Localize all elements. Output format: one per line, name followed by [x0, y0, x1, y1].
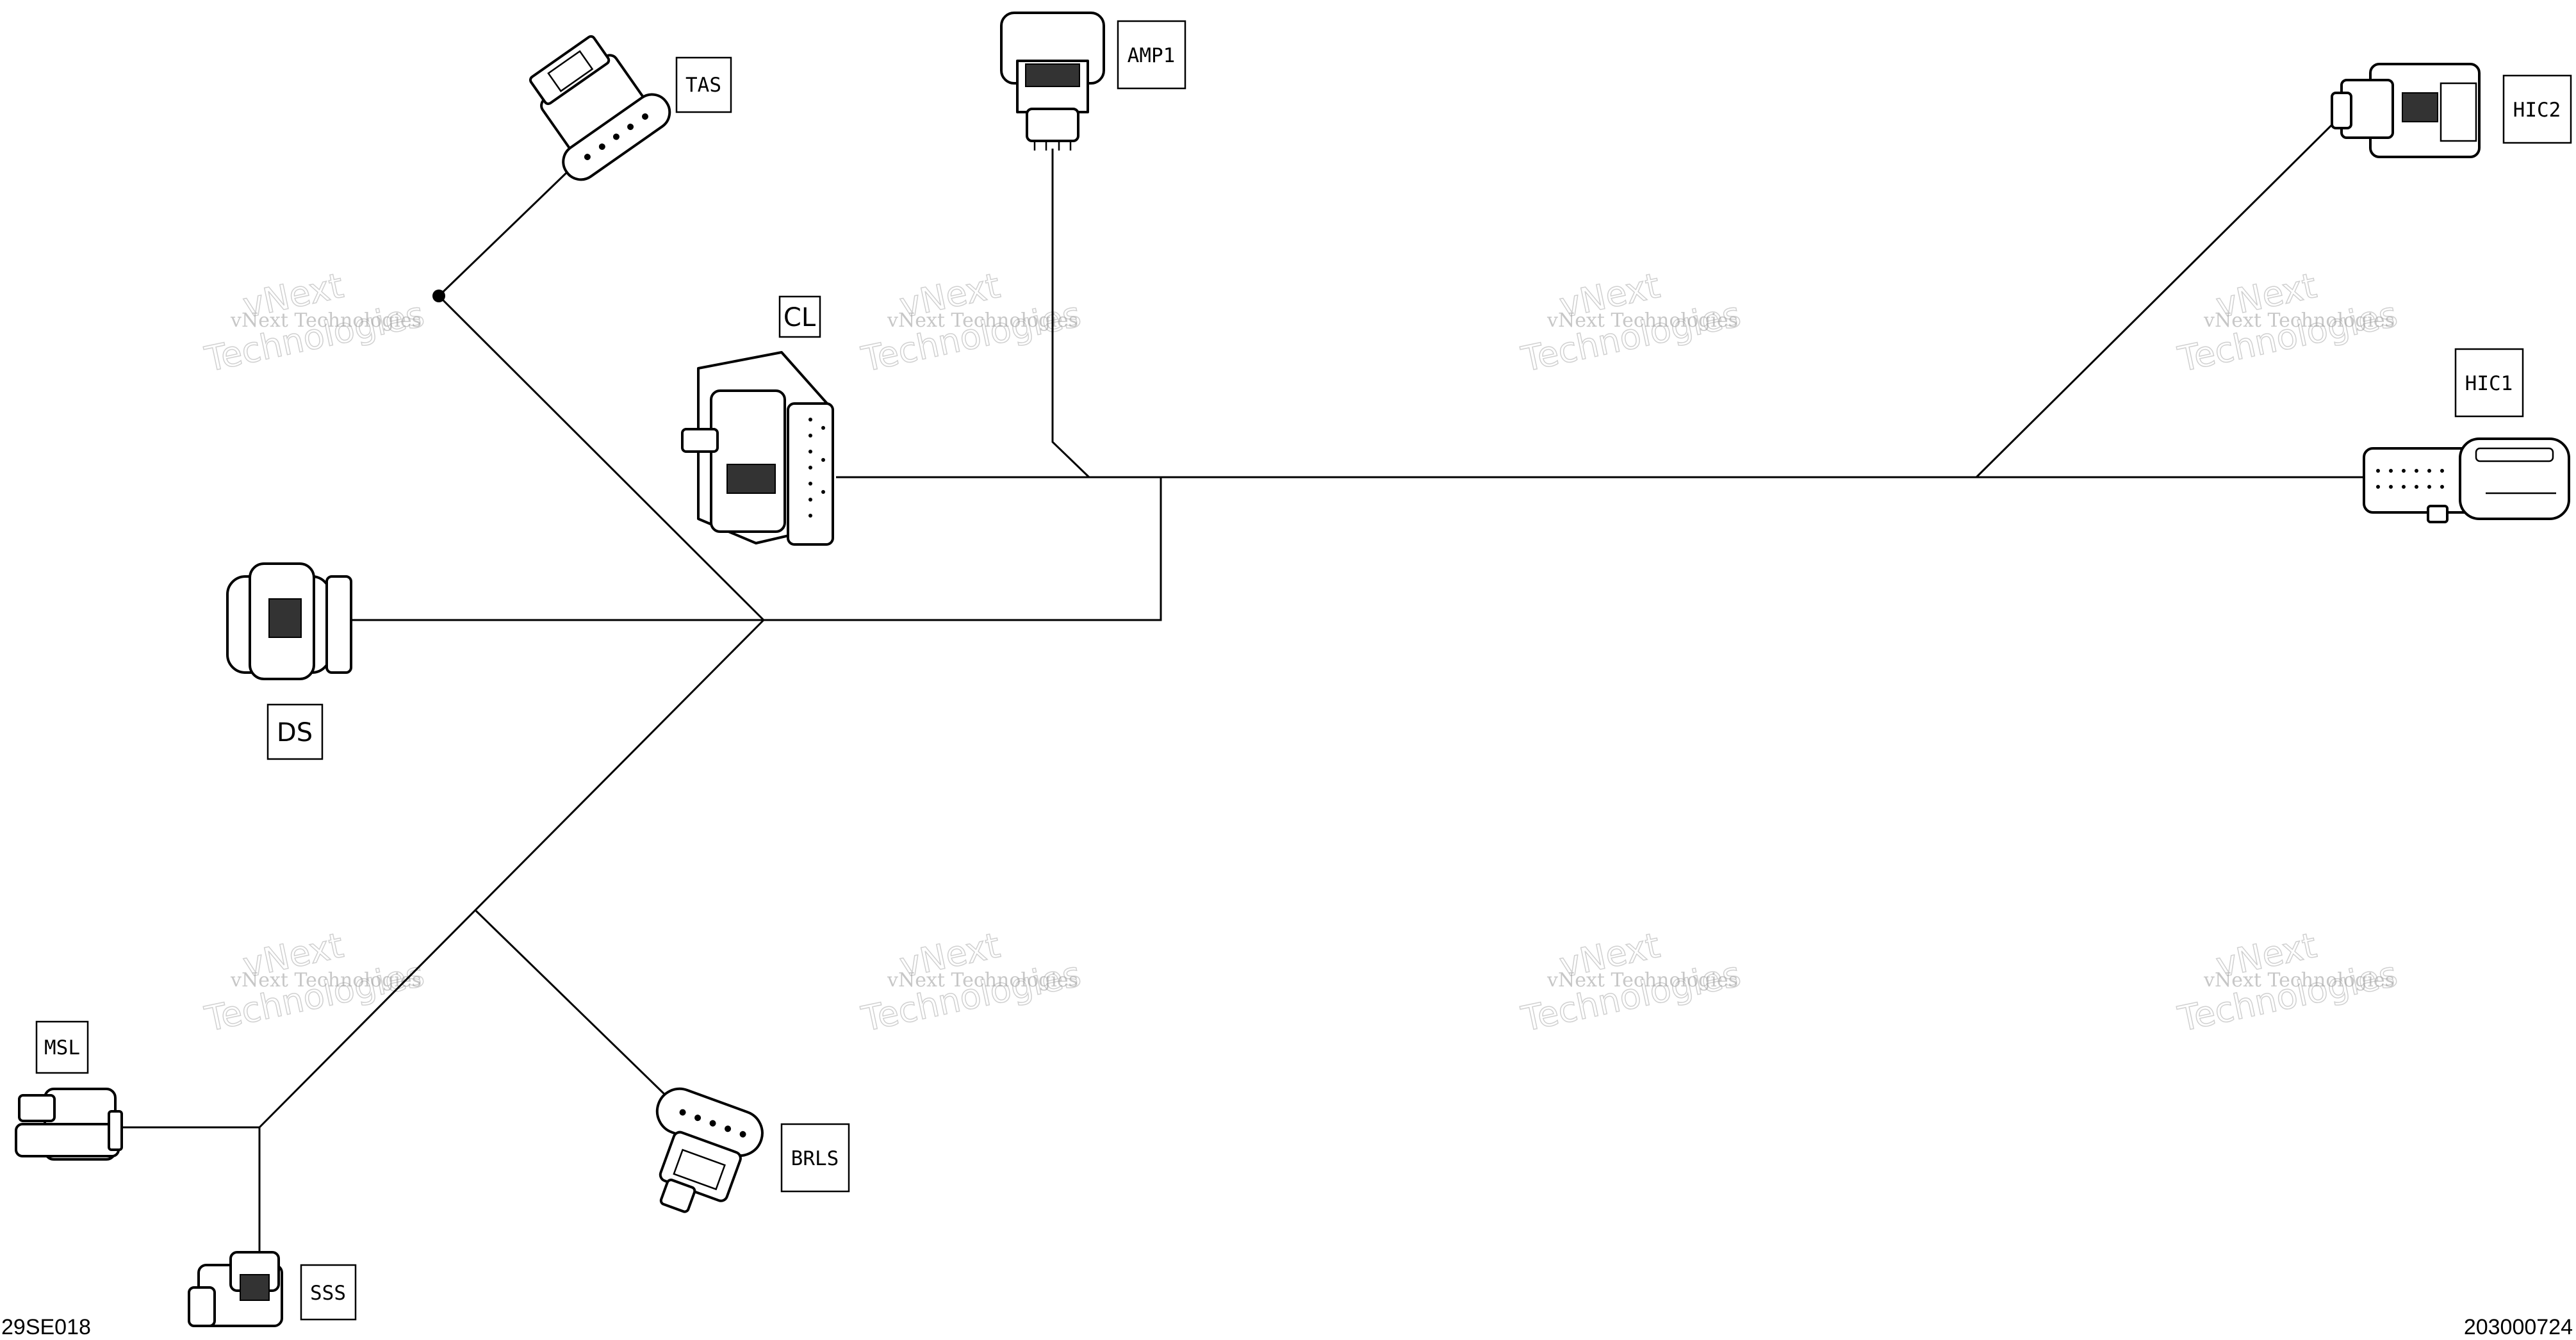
watermark: vNext Technologies vNext Technologies — [1517, 265, 1744, 380]
wire-brls — [475, 910, 690, 1119]
hic2-connector — [2331, 63, 2481, 158]
wire-hic2 — [1975, 111, 2346, 478]
label-amp1: AMP1 — [1117, 20, 1186, 90]
svg-text:vNext Technologies: vNext Technologies — [2203, 969, 2395, 992]
wire-amp1 — [1051, 149, 1090, 478]
part-number: 203000724 — [2464, 1315, 2573, 1339]
tas-connector — [529, 35, 671, 181]
svg-text:SSS: SSS — [310, 1282, 346, 1305]
svg-text:vNext Technologies: vNext Technologies — [1546, 969, 1738, 992]
label-brls: BRLS — [780, 1123, 850, 1193]
wire-ds-branch — [351, 477, 1162, 621]
watermark: vNext Technologies vNext Technologies — [2174, 265, 2401, 380]
label-ds: DS — [267, 703, 324, 760]
svg-text:vNext Technologies: vNext Technologies — [2203, 309, 2395, 332]
watermark: vNext Technologies vNext Technologies — [2174, 924, 2401, 1040]
svg-text:AMP1: AMP1 — [1128, 44, 1176, 67]
label-tas: TAS — [675, 56, 732, 113]
watermark: vNext Technologies vNext Technologies — [1517, 924, 1744, 1040]
hic1-connector — [2363, 437, 2570, 523]
sss-connector — [188, 1251, 283, 1327]
label-sss: SSS — [300, 1264, 357, 1321]
label-cl: CL — [778, 295, 821, 338]
figure-code: 29SE018 — [1, 1315, 91, 1339]
harness-wires — [119, 111, 2364, 1275]
svg-text:vNext Technologies: vNext Technologies — [230, 309, 422, 332]
svg-text:BRLS: BRLS — [791, 1147, 839, 1170]
svg-text:HIC1: HIC1 — [2465, 372, 2513, 395]
svg-text:vNext Technologies: vNext Technologies — [887, 309, 1078, 332]
amp1-connector — [1000, 12, 1105, 151]
wire-tas-trunk — [438, 295, 765, 621]
ds-connector — [226, 562, 352, 680]
watermark: vNext Technologies vNext Technologies — [857, 924, 1085, 1040]
msl-connector — [15, 1088, 123, 1161]
label-hic2: HIC2 — [2502, 74, 2572, 144]
svg-text:vNext Technologies: vNext Technologies — [1546, 309, 1738, 332]
svg-text:DS: DS — [277, 718, 313, 748]
cl-connector — [681, 351, 834, 546]
svg-text:TAS: TAS — [685, 74, 721, 97]
watermark: vNext Technologies vNext Technologies — [201, 265, 428, 380]
svg-text:CL: CL — [783, 303, 816, 332]
brls-connector — [655, 1087, 764, 1213]
svg-text:HIC2: HIC2 — [2513, 99, 2561, 122]
svg-text:vNext Technologies: vNext Technologies — [887, 969, 1078, 992]
watermark: vNext Technologies vNext Technologies — [201, 924, 428, 1040]
wire-lower-trunk — [258, 619, 765, 1129]
wire-tas — [438, 152, 587, 297]
svg-text:vNext Technologies: vNext Technologies — [230, 969, 422, 992]
watermark: vNext Technologies vNext Technologies — [857, 265, 1085, 380]
label-hic1: HIC1 — [2454, 348, 2524, 418]
label-msl: MSL — [35, 1020, 89, 1074]
watermark-layer: vNext Technologies vNext Technologies vN… — [201, 265, 2401, 1040]
svg-text:MSL: MSL — [44, 1036, 80, 1059]
